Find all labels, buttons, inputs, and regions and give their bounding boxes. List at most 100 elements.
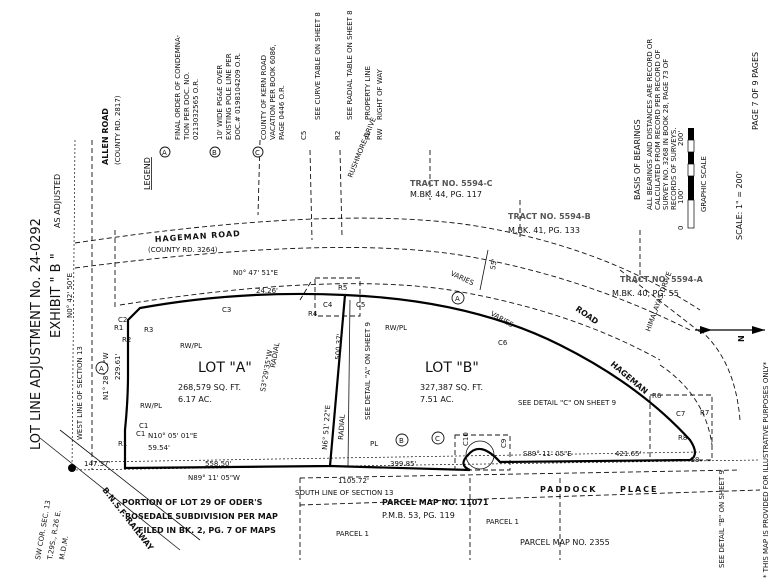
bottom-b-dist: 558.50' bbox=[205, 460, 231, 468]
section-west-line bbox=[71, 139, 76, 471]
parcel-1-left: PARCEL 1 bbox=[336, 530, 369, 538]
scale-tick-100: 100' bbox=[677, 189, 685, 204]
symbol-c-map-letter: C bbox=[435, 435, 440, 443]
curve-c9: C9 bbox=[500, 439, 508, 448]
symbol-a-left bbox=[95, 361, 109, 375]
portion-line-3: FILED IN BK. 2, PG. 7 OF MAPS bbox=[138, 526, 276, 535]
radial-r2: R2 bbox=[122, 336, 131, 344]
detail-c-label: SEE DETAIL "C" ON SHEET 9 bbox=[518, 399, 616, 407]
div-dist: 500.37' bbox=[334, 333, 344, 360]
lot-b-sqft: 327,387 SQ. FT. bbox=[420, 383, 483, 392]
lower-dist: 59.54' bbox=[148, 444, 170, 452]
legend-a-line-1: FINAL ORDER OF CONDEMNA- bbox=[174, 34, 182, 140]
paddock-place-line bbox=[299, 469, 741, 479]
place-label: PLACE bbox=[620, 485, 659, 494]
hageman-road-east-line bbox=[699, 329, 741, 421]
detail-a-label: SEE DETAIL "A" ON SHEET 9 bbox=[364, 322, 372, 420]
as-adjusted: AS ADJUSTED bbox=[53, 174, 62, 228]
legend-b-letter: B bbox=[212, 149, 217, 157]
himalayas-drive-line bbox=[619, 269, 701, 333]
legend-r2-text: SEE RADIAL TABLE ON SHEET 8 bbox=[346, 10, 354, 120]
legend-c-letter: C bbox=[255, 149, 260, 157]
pl-label: PL bbox=[370, 440, 378, 448]
section-south-line bbox=[71, 459, 761, 471]
paddock-label: PADDOCK bbox=[540, 485, 597, 494]
symbol-a-right-letter: A bbox=[455, 295, 460, 303]
legend-c-line-3: PAGE 0446 O.R. bbox=[278, 85, 286, 140]
legend-a-line-3: 0213032565 O.R. bbox=[192, 79, 200, 140]
top-dist: 24.26' bbox=[256, 287, 278, 295]
rwpl-label-1: RW/PL bbox=[180, 342, 202, 350]
rushmore-drive-line-2 bbox=[339, 149, 343, 237]
lot-a-acres: 6.17 AC. bbox=[178, 395, 212, 404]
railway-line bbox=[39, 437, 181, 551]
curve-c1: C1 bbox=[136, 430, 145, 438]
radial-r1: R1 bbox=[114, 324, 123, 332]
tract-a-name: TRACT NO. 5594-A bbox=[620, 275, 704, 284]
sw-corner-line-3: M.D.M. bbox=[58, 535, 70, 560]
radial-r8: R8 bbox=[678, 434, 687, 442]
radial-r4: R4 bbox=[308, 310, 318, 318]
page-number: PAGE 7 OF 9 PAGES bbox=[751, 52, 760, 130]
detail-b-label: SEE DETAIL "B" ON SHEET 9 bbox=[718, 470, 726, 568]
legend-b-line-2: EXISTING POLE LINE PER bbox=[225, 53, 233, 140]
detail-a-box bbox=[314, 277, 361, 317]
bottom-bearing: N89° 11' 05"W bbox=[188, 474, 240, 482]
legend-a-line-2: TION PER DOC. NO. bbox=[183, 72, 191, 141]
title: LOT LINE ADJUSTMENT No. 24-0292 bbox=[29, 218, 44, 450]
curve-c10: C10 bbox=[462, 432, 470, 446]
lot-b-acres: 7.51 AC. bbox=[420, 395, 454, 404]
curve-c4: C4 bbox=[323, 301, 333, 309]
illustrative-note: * THIS MAP IS PROVIDED FOR ILLUSTRATIVE … bbox=[762, 361, 770, 578]
bottom-a-dist: 147.37' bbox=[84, 460, 110, 468]
tract-c-ref: M.BK. 44, PG. 117 bbox=[410, 190, 482, 199]
varies-1: VARIES bbox=[449, 270, 475, 288]
symbol-a-right bbox=[451, 291, 465, 305]
detail-b-box bbox=[649, 394, 713, 461]
radial-b-word: RADIAL bbox=[337, 414, 347, 440]
sw-corner-marker bbox=[68, 464, 76, 472]
tract-lines bbox=[257, 139, 641, 560]
symbol-a-left-letter: A bbox=[99, 365, 104, 373]
detail-c-box bbox=[454, 434, 511, 471]
portion-line-2: ROSEDALE SUBDIVISION PER MAP bbox=[125, 512, 278, 521]
pge-line bbox=[94, 451, 701, 463]
legend-r2-key: R2 bbox=[334, 131, 342, 140]
portion-line-1: PORTION OF LOT 29 OF ODER'S bbox=[122, 498, 263, 507]
right-dist: 421.65' bbox=[615, 450, 641, 458]
tract-a-ref: M.BK. 40, PG. 55 bbox=[612, 289, 679, 298]
legend-c-symbol bbox=[252, 146, 264, 158]
basis-line-1: ALL BEARINGS AND DISTANCES ARE RECORD OR bbox=[646, 39, 654, 210]
paddock-place-line-2 bbox=[299, 489, 761, 506]
legend-rw-key: RW bbox=[376, 128, 384, 140]
lot-a-sqft: 268,579 SQ. FT. bbox=[178, 383, 241, 392]
radial-line-a bbox=[299, 279, 313, 301]
road-right-label: ROAD bbox=[574, 304, 600, 326]
legend-c5-text: SEE CURVE TABLE ON SHEET 8 bbox=[314, 12, 322, 120]
parcel-map-11071-ref: P.M.B. 53, PG. 119 bbox=[382, 511, 455, 520]
tract-b-ref: M.BK. 41, PG. 133 bbox=[508, 226, 580, 235]
lot-b-boundary bbox=[329, 293, 697, 472]
scale-label: GRAPHIC SCALE bbox=[700, 156, 708, 212]
scale-tick-0: 0 bbox=[677, 226, 685, 230]
curve-c3: C3 bbox=[222, 306, 231, 314]
radial-r6: R6 bbox=[652, 392, 662, 400]
legend-a-symbol bbox=[159, 146, 171, 158]
symbol-c-map bbox=[431, 431, 445, 445]
south-line-label: SOUTH LINE OF SECTION 13 bbox=[295, 489, 393, 497]
railway-line-2 bbox=[59, 429, 201, 541]
curve-c8: C8 bbox=[690, 456, 699, 464]
bottom-c-dist: 399.85' bbox=[390, 460, 416, 468]
west-line-section-label: WEST LINE OF SECTION 13 bbox=[76, 346, 84, 440]
basis-line-2: CALCULATED FROM RECORD PER RECORD OF bbox=[654, 50, 662, 210]
north-label: N bbox=[737, 335, 746, 342]
curve-c2: C2 bbox=[118, 316, 127, 324]
legend-c5-key: C5 bbox=[300, 131, 308, 140]
tract-c-name: TRACT NO. 5594-C bbox=[410, 179, 493, 188]
c1-lower-label: C1 bbox=[139, 422, 148, 430]
hageman-road-label: HAGEMAN ROAD bbox=[155, 229, 242, 244]
radial-a-word: RADIAL bbox=[269, 342, 281, 369]
legend-title: LEGEND bbox=[143, 157, 152, 190]
parcel-map-2355: PARCEL MAP NO. 2355 bbox=[520, 538, 610, 547]
